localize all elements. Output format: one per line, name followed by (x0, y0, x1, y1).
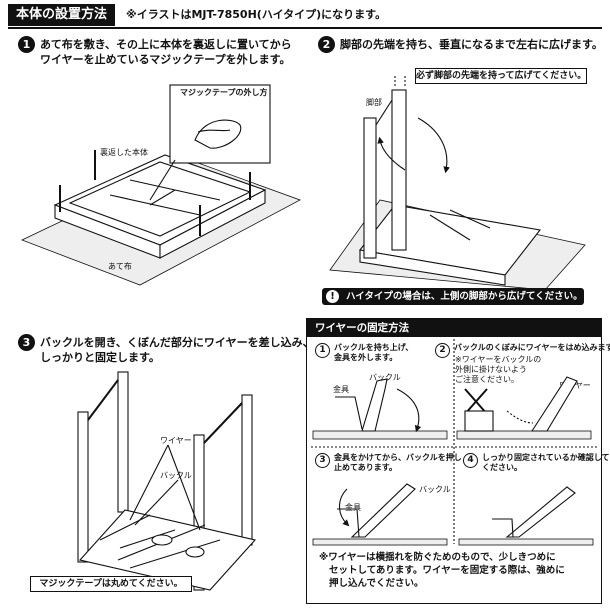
wire-label: ワイヤー (160, 436, 192, 446)
buckle-label: バックル (160, 471, 192, 481)
step-3-note: マジックテープは丸めてください。 (30, 576, 192, 592)
wire-fixing-box: ワイヤーの固定方法 1 バックルを持ち上げ、 金具を外します。 バックル 金具 … (306, 318, 602, 604)
wire-box-illustrations (307, 319, 601, 603)
